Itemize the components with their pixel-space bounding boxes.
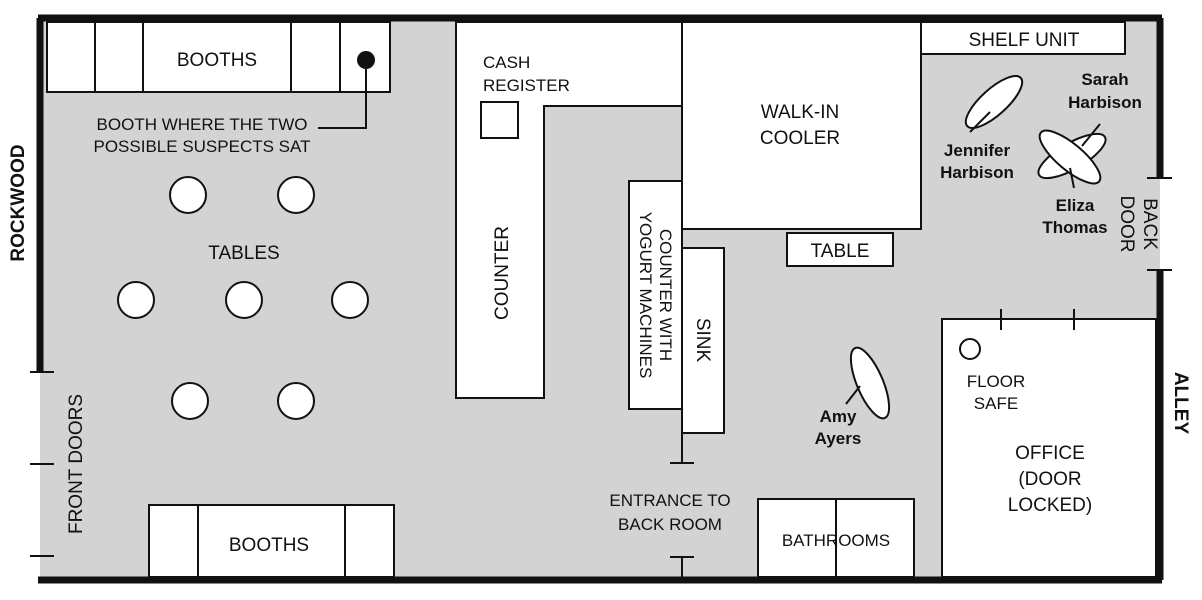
- table-circle: [225, 281, 263, 319]
- back-door-label-line2: DOOR: [1116, 196, 1137, 253]
- floor-safe-label-line1: FLOOR: [967, 372, 1026, 391]
- victim-leaders: [845, 111, 1101, 405]
- back-door-label-line1: BACK: [1139, 198, 1160, 250]
- back-door: [1147, 177, 1172, 271]
- booths-top-label: BOOTHS: [177, 50, 257, 71]
- office: [941, 318, 1157, 578]
- table-circle: [277, 382, 315, 420]
- victim-amy-last: Ayers: [815, 429, 862, 448]
- victim-sarah-last: Harbison: [1068, 93, 1142, 112]
- back-room-entrance: [670, 433, 694, 577]
- walk-in-cooler-label-line2: COOLER: [760, 128, 840, 149]
- victim-eliza-first: Eliza: [1056, 196, 1095, 215]
- entrance-label-line2: BACK ROOM: [618, 515, 722, 534]
- office-label-line2: (DOOR: [1018, 469, 1081, 490]
- yogurt-counter-label-line2: YOGURT MACHINES: [636, 212, 655, 379]
- tables-label: TABLES: [208, 243, 279, 264]
- floor-safe: [959, 338, 981, 360]
- office-label-line3: LOCKED): [1008, 495, 1092, 516]
- office-door: [1000, 309, 1075, 330]
- sink: [681, 247, 725, 434]
- cash-register-label-line1: CASH: [483, 53, 530, 72]
- yogurt-counter-label: COUNTER WITH YOGURT MACHINES: [636, 212, 675, 379]
- table-circle: [169, 176, 207, 214]
- victim-outline-jennifer: [964, 75, 1024, 129]
- office-label-line1: OFFICE: [1015, 443, 1085, 464]
- suspect-booth-note-line1: BOOTH WHERE THE TWO: [97, 115, 308, 134]
- walk-in-cooler: [681, 21, 922, 230]
- counter-label: COUNTER: [492, 226, 513, 320]
- floor-safe-label-line2: SAFE: [974, 394, 1018, 413]
- front-doors: [30, 371, 54, 557]
- yogurt-counter: [628, 180, 683, 410]
- entrance-label-line1: ENTRANCE TO: [609, 491, 730, 510]
- back-door-label: BACK DOOR: [1116, 196, 1160, 253]
- table-circle: [117, 281, 155, 319]
- back-table-label: TABLE: [811, 241, 870, 262]
- victim-jennifer-first: Jennifer: [944, 141, 1011, 160]
- victim-sarah-first: Sarah: [1081, 70, 1128, 89]
- victim-eliza-last: Thomas: [1042, 218, 1107, 237]
- yogurt-counter-label-line1: COUNTER WITH: [656, 229, 675, 361]
- victim-amy-first: Amy: [820, 407, 857, 426]
- victim-jennifer-last: Harbison: [940, 163, 1014, 182]
- walk-in-cooler-label-line1: WALK-IN: [761, 102, 839, 123]
- street-alley: ALLEY: [1170, 372, 1191, 435]
- booths-bottom-label: BOOTHS: [229, 535, 309, 556]
- sink-label: SINK: [692, 318, 713, 363]
- outer-walls: [36, 14, 1164, 584]
- booths-bottom: BOOTHS: [148, 504, 395, 578]
- booths-top: BOOTHS: [46, 21, 391, 93]
- shelf-unit-label: SHELF UNIT: [969, 30, 1080, 51]
- back-table: [786, 232, 894, 267]
- cash-register: [480, 101, 519, 139]
- table-circle: [277, 176, 315, 214]
- victim-outline-eliza: [1038, 129, 1102, 185]
- cash-register-label-line2: REGISTER: [483, 76, 570, 95]
- street-rockwood: ROCKWOOD: [8, 144, 29, 261]
- table-circle: [331, 281, 369, 319]
- suspect-booth-note-line2: POSSIBLE SUSPECTS SAT: [94, 137, 311, 156]
- victim-outlines: [849, 75, 1107, 420]
- table-circle: [171, 382, 209, 420]
- shelf-unit: [920, 21, 1126, 55]
- tables: [117, 176, 369, 420]
- front-doors-label: FRONT DOORS: [66, 394, 87, 534]
- suspect-booth-callout: [318, 60, 367, 129]
- bathrooms-label: BATHROOMS: [782, 531, 890, 550]
